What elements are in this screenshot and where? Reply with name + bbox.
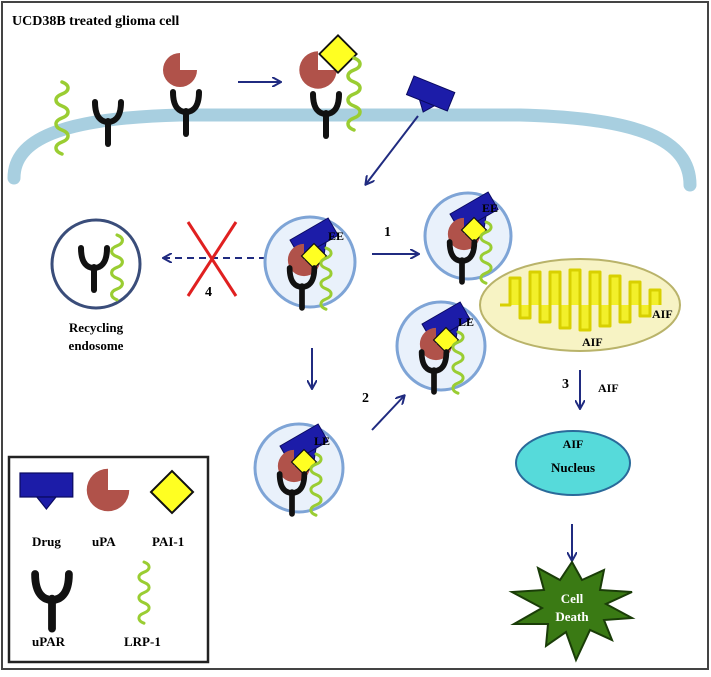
step-4-label: 4: [205, 285, 212, 300]
step-3-label: 3: [562, 377, 569, 392]
late-endosome-right: [395, 300, 487, 393]
surface-lrp1: [54, 80, 70, 156]
early-endosome-right: [423, 191, 513, 283]
mito-aif-right: AIF: [652, 307, 673, 321]
late-endosome-bottom: [253, 422, 345, 515]
le-bottom-label: LE: [314, 434, 330, 448]
cell-death-burst: [508, 560, 636, 663]
legend-lrp1-label: LRP-1: [124, 634, 161, 649]
blocked-cross: [186, 221, 238, 297]
le-right-label: LE: [458, 315, 474, 329]
ee-center-label: EE: [328, 229, 344, 243]
legend-upar-label: uPAR: [32, 634, 66, 649]
nucleus: [515, 430, 631, 496]
recycling-endosome: [50, 218, 142, 310]
recycling-label-line2: endosome: [69, 338, 124, 353]
legend-pai1-label: PAI-1: [152, 534, 184, 549]
ee-right-label: EE: [482, 201, 498, 215]
early-endosome-center: [263, 215, 357, 309]
cell-death-label-line1: Cell: [561, 591, 584, 606]
step-1-label: 1: [384, 225, 391, 240]
diagram-title: UCD38B treated glioma cell: [12, 14, 179, 29]
recycling-label-line1: Recycling: [69, 320, 124, 335]
legend: [7, 455, 210, 664]
mito-aif-bottom: AIF: [582, 335, 603, 349]
legend-drug-label: Drug: [32, 534, 61, 549]
cell-membrane: [7, 108, 697, 192]
released-aif-label: AIF: [598, 381, 619, 395]
mitochondrion: [479, 258, 681, 352]
step-2-arrow: [371, 396, 404, 431]
cell-death-label-line2: Death: [555, 609, 589, 624]
nucleus-label: Nucleus: [551, 460, 595, 475]
legend-upa-label: uPA: [92, 534, 116, 549]
step-2-label: 2: [362, 391, 369, 406]
nucleus-aif-label: AIF: [563, 437, 584, 451]
internalization-arrow: [366, 115, 419, 184]
